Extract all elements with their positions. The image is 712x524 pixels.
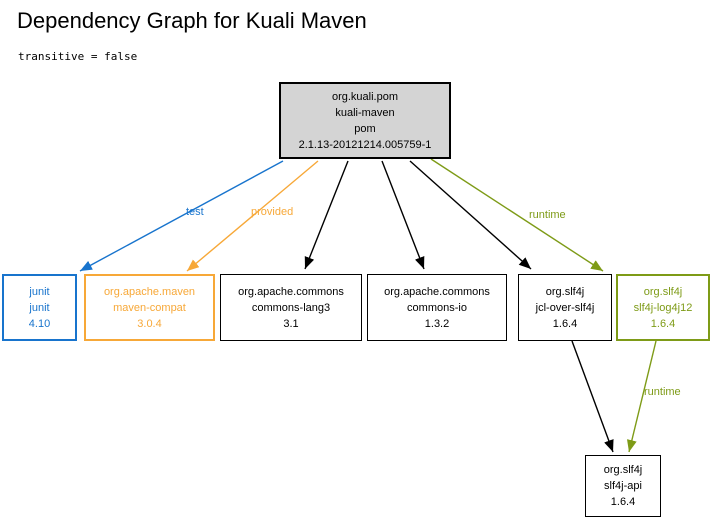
node-version: 4.10: [28, 317, 51, 330]
node-group-id: org.apache.commons: [384, 285, 490, 298]
node-group-id: org.kuali.pom: [331, 90, 399, 103]
edge-label-provided: provided: [251, 206, 294, 218]
node-group-id: junit: [29, 285, 50, 298]
node-slf4j-log4j12: org.slf4j slf4j-log4j12 1.6.4: [616, 274, 710, 341]
node-artifact-id: maven-compat: [113, 301, 186, 314]
node-version: 3.0.4: [137, 317, 162, 330]
edge-label-test: test: [186, 206, 204, 218]
node-artifact-id: commons-lang3: [251, 301, 331, 314]
edge-label-runtime-bottom: runtime: [644, 386, 681, 398]
node-version: 1.6.4: [610, 496, 636, 508]
node-artifact-id: jcl-over-slf4j: [535, 301, 595, 314]
node-version: 1.6.4: [650, 317, 676, 330]
edge-label-runtime-top: runtime: [529, 209, 566, 221]
page-title: Dependency Graph for Kuali Maven: [17, 8, 367, 33]
node-artifact-id: junit: [29, 301, 50, 314]
node-version: 3.1: [283, 317, 299, 330]
node-commons-lang3: org.apache.commons commons-lang3 3.1: [220, 274, 362, 341]
node-commons-io: org.apache.commons commons-io 1.3.2: [367, 274, 507, 341]
node-maven-compat: org.apache.maven maven-compat 3.0.4: [84, 274, 215, 341]
node-group-id: org.apache.maven: [103, 285, 196, 298]
node-group-id: org.slf4j: [643, 285, 683, 298]
edge-compile-commons-io: [381, 160, 425, 270]
edge-compile-commons-lang3: [304, 160, 349, 270]
node-kuali-maven-root: org.kuali.pom kuali-maven pom 2.1.13-201…: [279, 82, 451, 159]
node-artifact-id: kuali-maven: [335, 106, 395, 119]
node-junit: junit junit 4.10: [2, 274, 77, 341]
edge-test: [79, 160, 284, 272]
node-version: 1.3.2: [424, 317, 450, 330]
edge-provided: [186, 160, 319, 272]
node-artifact-id: slf4j-api: [604, 480, 642, 492]
node-packaging: pom: [354, 122, 376, 135]
node-artifact-id: slf4j-log4j12: [633, 301, 693, 314]
node-slf4j-api: org.slf4j slf4j-api 1.6.4: [585, 455, 661, 517]
edge-compile-slf4j-api: [571, 340, 614, 453]
node-group-id: org.slf4j: [545, 285, 585, 298]
node-version: 2.1.13-20121214.005759-1: [298, 138, 432, 151]
edge-runtime-slf4j-log4j12: [430, 158, 604, 272]
node-version: 1.6.4: [552, 317, 578, 330]
edge-runtime-slf4j-api: [626, 340, 657, 453]
node-artifact-id: commons-io: [407, 301, 467, 314]
graph-attribute-text: transitive = false: [18, 50, 138, 63]
node-group-id: org.slf4j: [603, 464, 643, 476]
node-group-id: org.apache.commons: [238, 285, 344, 298]
edge-compile-jcl-over-slf4j: [409, 160, 532, 270]
node-jcl-over-slf4j: org.slf4j jcl-over-slf4j 1.6.4: [518, 274, 612, 341]
